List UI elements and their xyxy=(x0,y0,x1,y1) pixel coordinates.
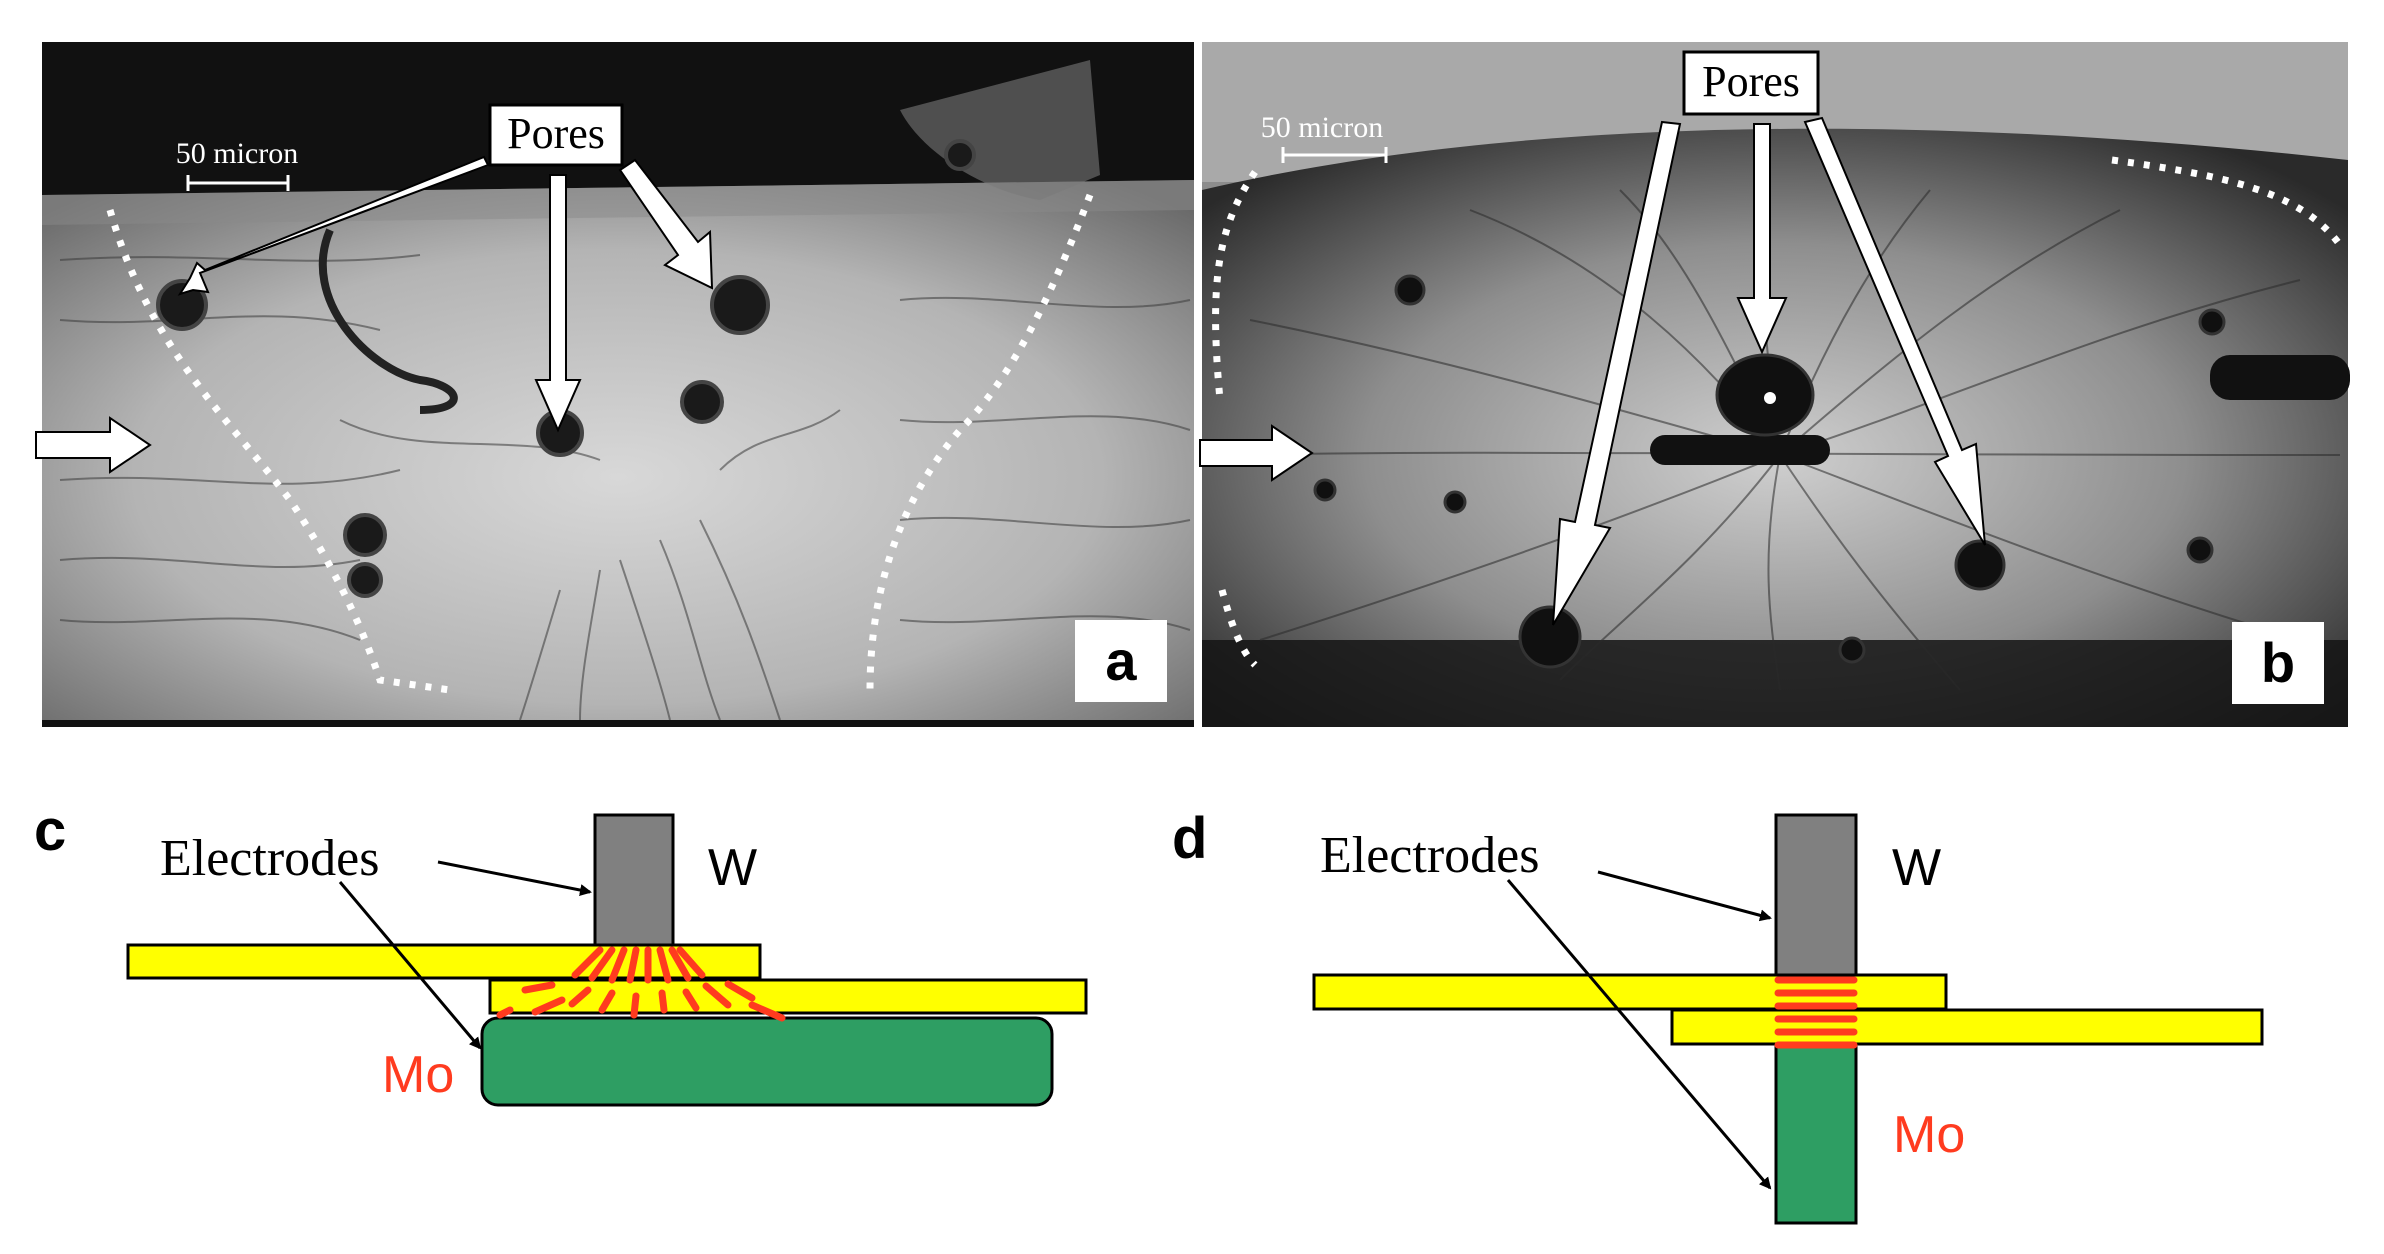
pore xyxy=(343,513,387,557)
pores-label-box-b xyxy=(1682,50,1820,116)
weld-direction-arrow-b xyxy=(1199,424,1314,482)
pores-label-box-a xyxy=(488,103,624,167)
electrodes-label-c: Electrodes xyxy=(160,830,379,887)
weld-heat-lines-d xyxy=(1774,976,1858,1049)
bottom-electrode-mo-c xyxy=(480,1016,1054,1107)
pore-arrow xyxy=(1552,120,1682,626)
pore xyxy=(1443,490,1467,514)
weld-heat-lines-c xyxy=(496,946,786,1022)
panel-letter-box-a xyxy=(1075,620,1167,702)
fusion-boundary-left-b xyxy=(1212,170,1258,401)
pores-label-a: Pores xyxy=(507,109,605,158)
weld-direction-arrow-a xyxy=(35,416,152,474)
panel-c: c W Mo xyxy=(34,798,1088,1107)
pore-arrow xyxy=(618,158,714,290)
pore xyxy=(1313,478,1337,502)
scale-label-a: 50 micron xyxy=(176,137,298,170)
scale-bar-b xyxy=(1281,147,1388,163)
pore xyxy=(944,139,976,171)
weld-zone-a xyxy=(42,180,1194,720)
top-electrode-label-d: W xyxy=(1892,839,1941,897)
pore xyxy=(347,562,383,598)
panel-letter-c: c xyxy=(34,798,66,863)
electrodes-label-d: Electrodes xyxy=(1320,827,1539,884)
panel-letter-d: d xyxy=(1172,806,1207,871)
pores-label-b: Pores xyxy=(1702,57,1800,106)
bottom-electrode-label-d: Mo xyxy=(1893,1106,1965,1164)
pores-a xyxy=(156,139,976,598)
pore xyxy=(1394,274,1426,306)
pore-arrow xyxy=(534,174,582,433)
pore-arrow xyxy=(1803,116,1986,546)
upper-sheet-c xyxy=(126,943,762,980)
pore xyxy=(2186,536,2214,564)
fusion-boundary-right-a xyxy=(866,193,1094,691)
fusion-boundary-left-a xyxy=(106,209,451,694)
panel-d: d W Mo Electrodes xyxy=(1172,806,2264,1225)
pore xyxy=(156,279,208,331)
bottom-electrode-mo-d xyxy=(1774,1043,1858,1225)
pore-arrows-a xyxy=(35,155,714,474)
top-electrode-w-d xyxy=(1774,813,1858,977)
top-electrode-w-c xyxy=(593,813,675,947)
top-electrode-label-c: W xyxy=(708,839,757,897)
panel-b: Pores 50 micron b xyxy=(1199,42,2350,727)
pore xyxy=(1954,539,2006,591)
pore xyxy=(680,380,724,424)
dendrite-texture-b xyxy=(1229,179,2341,691)
panel-letter-a: a xyxy=(1105,629,1137,692)
pore xyxy=(2198,308,2226,336)
electrode-arrow-bottom-c xyxy=(338,881,482,1050)
panel-letter-b: b xyxy=(2261,631,2295,694)
electrode-arrow-bottom-d xyxy=(1506,879,1772,1190)
panel-a: Pores 50 micron a xyxy=(35,42,1194,727)
pore-arrows-b xyxy=(1199,116,1986,626)
pore-arrow xyxy=(1736,123,1788,355)
panel-letter-box-b xyxy=(2232,622,2324,704)
electrode-arrow-top-d xyxy=(1597,870,1772,922)
lower-sheet-d xyxy=(1670,1008,2264,1046)
lower-sheet-c xyxy=(488,978,1088,1015)
pore xyxy=(1518,605,1582,669)
pore-arrow xyxy=(177,155,490,296)
scale-bar-a xyxy=(186,175,290,191)
grain-texture-a xyxy=(59,254,1191,721)
electrode-arrow-top-c xyxy=(437,860,592,896)
pore xyxy=(710,275,770,335)
scale-label-b: 50 micron xyxy=(1261,111,1383,144)
bottom-electrode-label-c: Mo xyxy=(382,1046,454,1104)
pore xyxy=(1838,636,1866,664)
